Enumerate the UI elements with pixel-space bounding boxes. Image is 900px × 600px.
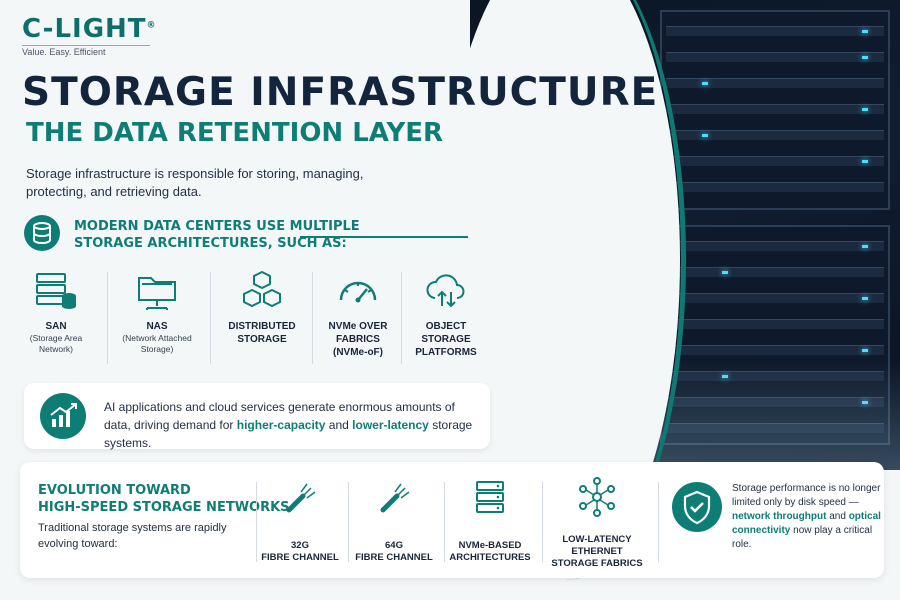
network-nodes-icon: [576, 476, 618, 518]
ai-callout: AI applications and cloud services gener…: [24, 383, 490, 452]
divider: [300, 236, 468, 238]
divider: [542, 482, 543, 562]
architectures-heading: MODERN DATA CENTERS USE MULTIPLE STORAGE…: [74, 218, 360, 252]
evolution-item-64g: 64G FIBRE CHANNEL: [346, 476, 442, 564]
brand-logo: C-LIGHT® Value. Easy. Efficient: [22, 14, 157, 57]
architecture-sublabel: Network): [38, 344, 73, 354]
divider: [401, 272, 402, 364]
performance-text: Storage performance is no longer limited…: [732, 482, 882, 552]
brand-name: C-LIGHT: [22, 14, 147, 44]
architecture-label: DISTRIBUTED STORAGE: [216, 320, 308, 346]
ai-callout-text: AI applications and cloud services gener…: [104, 398, 484, 452]
label-line: STORAGE: [237, 334, 287, 345]
shield-check-icon: [672, 482, 722, 532]
cloud-sync-icon: [423, 268, 469, 314]
label-line: ARCHITECTURES: [449, 552, 531, 563]
highlight-text: network throughput: [732, 511, 827, 522]
intro-text: Storage infrastructure is responsible fo…: [26, 166, 364, 199]
label-line: ETHERNET: [571, 546, 623, 557]
label-line: 32G: [291, 540, 309, 551]
title-line: HIGH-SPEED STORAGE NETWORKS: [38, 500, 290, 515]
label-line: PLATFORMS: [415, 347, 477, 358]
label-line: FIBRE CHANNEL: [355, 552, 433, 563]
label-line: 64G: [385, 540, 403, 551]
evolution-title: EVOLUTION TOWARD HIGH-SPEED STORAGE NETW…: [38, 482, 290, 516]
fiber-cable-icon: [373, 476, 415, 518]
speedometer-icon: [335, 268, 381, 314]
architecture-sublabel: (Network Attached: [122, 333, 192, 343]
text-fragment: and: [325, 418, 353, 432]
evolution-item-nvme: NVMe-BASED ARCHITECTURES: [442, 476, 538, 564]
evolution-item-32g: 32G FIBRE CHANNEL: [252, 476, 348, 564]
label-line: LOW-LATENCY: [562, 534, 632, 545]
brand-tagline: Value. Easy. Efficient: [22, 45, 150, 57]
label-line: NVMe-BASED: [458, 540, 522, 551]
highlight-text: optical connectivity: [732, 511, 881, 536]
architecture-label: SAN: [45, 321, 67, 332]
divider: [210, 272, 211, 364]
server-stack-icon: [469, 476, 511, 518]
heading-line: STORAGE ARCHITECTURES, SUCH AS:: [74, 236, 347, 251]
server-database-icon: [33, 268, 79, 314]
divider: [256, 482, 257, 562]
evolution-label: 64G FIBRE CHANNEL: [346, 540, 442, 564]
label-line: DISTRIBUTED: [228, 321, 296, 332]
page-subtitle: THE DATA RETENTION LAYER: [26, 118, 444, 148]
architecture-label: OBJECT STORAGE PLATFORMS: [404, 320, 488, 359]
divider: [107, 272, 108, 364]
registered-mark: ®: [146, 20, 157, 31]
text-fragment: and: [826, 511, 849, 522]
text-fragment: Storage performance is no longer limited…: [732, 483, 881, 508]
page-title: STORAGE INFRASTRUCTURE: [22, 70, 659, 115]
server-rack: [660, 10, 890, 210]
fiber-cable-icon: [279, 476, 321, 518]
cubes-icon: [239, 268, 285, 314]
architecture-object: OBJECT STORAGE PLATFORMS: [404, 268, 488, 372]
highlight-text: lower-latency: [352, 418, 429, 432]
architecture-distributed: DISTRIBUTED STORAGE: [216, 268, 308, 372]
architecture-label: NVMe OVER FABRICS (NVMe-oF): [318, 320, 398, 359]
label-line: OBJECT: [425, 321, 467, 332]
label-line: NVMe OVER: [328, 321, 388, 332]
growth-chart-icon: [40, 393, 86, 439]
text-fragment: storage systems.: [104, 418, 473, 450]
label-line: FABRICS: [336, 334, 380, 345]
evolution-label: NVMe-BASED ARCHITECTURES: [442, 540, 538, 564]
architecture-nvmeof: NVMe OVER FABRICS (NVMe-oF): [318, 268, 398, 372]
database-icon: [24, 215, 60, 251]
divider: [658, 482, 659, 562]
text-fragment: now play a critical role.: [732, 525, 873, 550]
evolution-label: 32G FIBRE CHANNEL: [252, 540, 348, 564]
heading-line: MODERN DATA CENTERS USE MULTIPLE: [74, 219, 360, 234]
folder-network-icon: [134, 268, 180, 314]
label-line: (NVMe-oF): [333, 347, 383, 358]
highlight-text: higher-capacity: [236, 418, 326, 432]
label-line: STORAGE FABRICS: [551, 558, 643, 569]
architecture-san: SAN (Storage Area Network): [14, 268, 98, 372]
divider: [312, 272, 313, 364]
divider: [444, 482, 445, 562]
architecture-sublabel: (Storage Area: [29, 333, 83, 343]
decorative-curve: [446, 0, 686, 580]
architecture-nas: NAS (Network Attached Storage): [112, 268, 202, 372]
evolution-panel: EVOLUTION TOWARD HIGH-SPEED STORAGE NETW…: [20, 462, 884, 578]
text-fragment: AI applications and cloud services gener…: [104, 400, 455, 432]
divider: [348, 482, 349, 562]
architecture-label: NAS: [146, 321, 168, 332]
label-line: FIBRE CHANNEL: [261, 552, 339, 563]
evolution-label: LOW-LATENCY ETHERNET STORAGE FABRICS: [544, 534, 650, 570]
architecture-sublabel: Storage): [140, 344, 174, 354]
server-rack: [660, 225, 890, 445]
evolution-text: Traditional storage systems are rapidly …: [38, 522, 227, 550]
title-line: EVOLUTION TOWARD: [38, 483, 191, 498]
label-line: STORAGE: [421, 334, 471, 345]
evolution-item-ethernet: LOW-LATENCY ETHERNET STORAGE FABRICS: [544, 476, 650, 570]
